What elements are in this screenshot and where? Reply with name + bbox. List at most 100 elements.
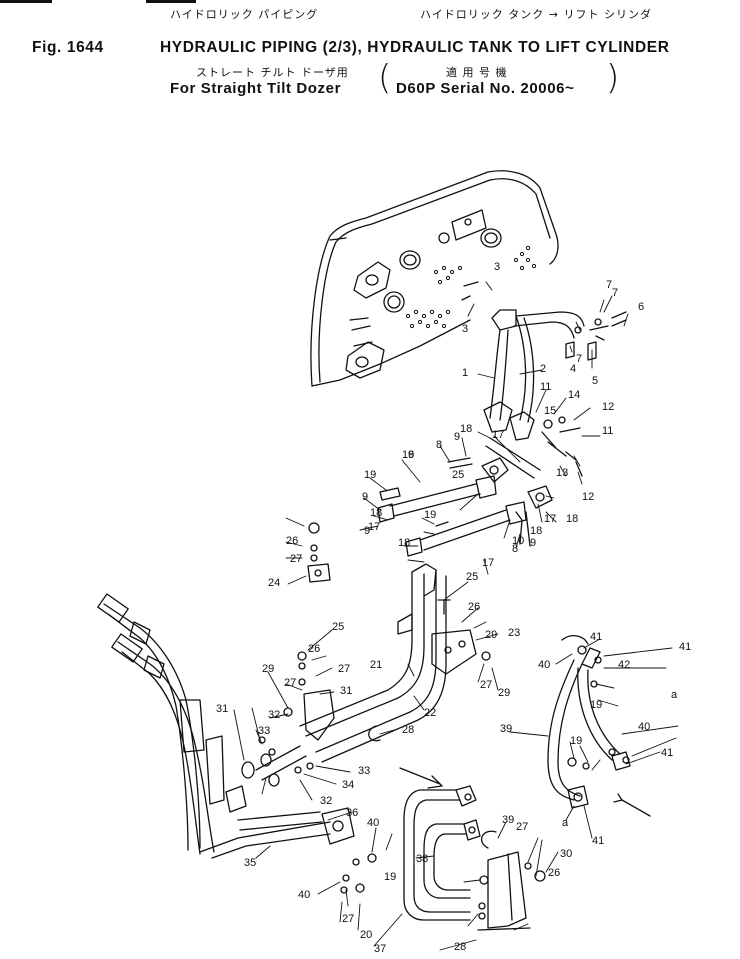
- figure-number: Fig. 1644: [32, 39, 104, 56]
- callout-33: 33: [358, 765, 370, 777]
- callout-10: 10: [512, 535, 524, 547]
- callout-30: 30: [560, 848, 572, 860]
- callout-16: 16: [402, 449, 414, 461]
- callout-31: 31: [216, 703, 228, 715]
- callout-a: a: [562, 817, 569, 829]
- hydraulic-tank: [310, 170, 559, 387]
- callout-3: 3: [494, 261, 500, 273]
- paren-open: (: [378, 58, 392, 98]
- callout-14: 14: [568, 389, 580, 401]
- callout-18: 18: [530, 525, 542, 537]
- callout-27: 27: [284, 677, 296, 689]
- callout-24: 24: [268, 577, 280, 589]
- callout-41: 41: [592, 835, 604, 847]
- callout-32: 32: [320, 795, 332, 807]
- callout-9: 9: [530, 537, 536, 549]
- callout-32: 32: [268, 709, 280, 721]
- callout-9: 9: [408, 449, 414, 461]
- callout-26: 26: [468, 601, 480, 613]
- callout-40: 40: [298, 889, 310, 901]
- callout-41: 41: [679, 641, 691, 653]
- callout-15: 15: [544, 405, 556, 417]
- callout-18: 18: [460, 423, 472, 435]
- callout-13: 13: [556, 467, 568, 479]
- callout-17: 17: [544, 513, 556, 525]
- figure-title: HYDRAULIC PIPING (2/3), HYDRAULIC TANK T…: [160, 39, 670, 56]
- callout-40: 40: [367, 817, 379, 829]
- leader-lines: [233, 281, 679, 951]
- callout-36: 36: [346, 807, 358, 819]
- jp-subtitle-dozer: ストレート チルト ドーザ用: [196, 66, 349, 79]
- callout-34: 34: [342, 779, 354, 791]
- callout-9: 9: [454, 431, 460, 443]
- callout-22: 22: [424, 707, 436, 719]
- jp-subtitle-applicable: 適 用 号 機: [446, 66, 508, 79]
- callout-26: 26: [286, 535, 298, 547]
- callout-40: 40: [538, 659, 550, 671]
- callout-7: 7: [612, 287, 618, 299]
- brackets: [303, 563, 477, 741]
- callout-18: 18: [370, 507, 382, 519]
- callout-28: 28: [454, 941, 466, 953]
- callout-33: 33: [258, 725, 270, 737]
- callout-4: 4: [570, 363, 576, 375]
- callout-18: 18: [398, 537, 410, 549]
- callout-29: 29: [498, 687, 510, 699]
- callout-28: 28: [402, 724, 414, 736]
- callout-39: 39: [502, 814, 514, 826]
- callout-29: 29: [485, 629, 497, 641]
- callout-9: 9: [362, 491, 368, 503]
- jp-title-piping: ハイドロリック パイピング: [170, 8, 319, 21]
- callout-19: 19: [590, 699, 602, 711]
- subtitle-serial: D60P Serial No. 20006~: [396, 80, 575, 97]
- callout-17: 17: [368, 521, 380, 533]
- callout-5: 5: [592, 375, 598, 387]
- callout-18: 18: [566, 513, 578, 525]
- hoses-39: [547, 634, 631, 809]
- callout-37: 37: [374, 943, 386, 955]
- callout-35: 35: [244, 857, 256, 869]
- upper-pipes: [483, 309, 585, 479]
- callout-7: 7: [606, 279, 612, 291]
- callout-27: 27: [480, 679, 492, 691]
- callout-3: 3: [462, 323, 468, 335]
- jp-title-tank-to-cylinder: ハイドロリック タンク → リフト シリンダ: [420, 8, 652, 21]
- callout-31: 31: [340, 685, 352, 697]
- callout-39: 39: [500, 723, 512, 735]
- callout-19: 19: [384, 871, 396, 883]
- callout-26: 26: [548, 867, 560, 879]
- callout-26: 26: [308, 643, 320, 655]
- callout-19: 19: [570, 735, 582, 747]
- hoses-15-16: [377, 457, 553, 557]
- callout-20: 20: [360, 929, 372, 941]
- callout-19: 19: [364, 469, 376, 481]
- callout-6: 6: [638, 301, 644, 313]
- callout-41: 41: [661, 747, 673, 759]
- callout-11: 11: [602, 425, 613, 437]
- callout-8: 8: [436, 439, 442, 451]
- subtitle-application: For Straight Tilt Dozer: [170, 80, 342, 97]
- callout-17: 17: [482, 557, 494, 569]
- left-pipe-assembly: [97, 593, 355, 859]
- callout-27: 27: [290, 553, 302, 565]
- callout-19: 19: [424, 509, 436, 521]
- callout-1: 1: [462, 367, 468, 379]
- header-rule-left: [0, 0, 52, 3]
- callout-27: 27: [338, 663, 350, 675]
- tank-bolt-pattern: [405, 245, 537, 329]
- callout-25: 25: [332, 621, 344, 633]
- paren-close: ): [606, 58, 620, 98]
- callout-25: 25: [452, 469, 464, 481]
- hardware: [258, 311, 630, 920]
- callout-27: 27: [516, 821, 528, 833]
- callout-17: 17: [492, 429, 504, 441]
- callout-21: 21: [370, 659, 382, 671]
- lower-pipe-assembly: [403, 785, 531, 931]
- callout-27: 27: [342, 913, 354, 925]
- callout-12: 12: [602, 401, 614, 413]
- callout-40: 40: [638, 721, 650, 733]
- callout-a: a: [671, 689, 678, 701]
- callout-2: 2: [540, 363, 546, 375]
